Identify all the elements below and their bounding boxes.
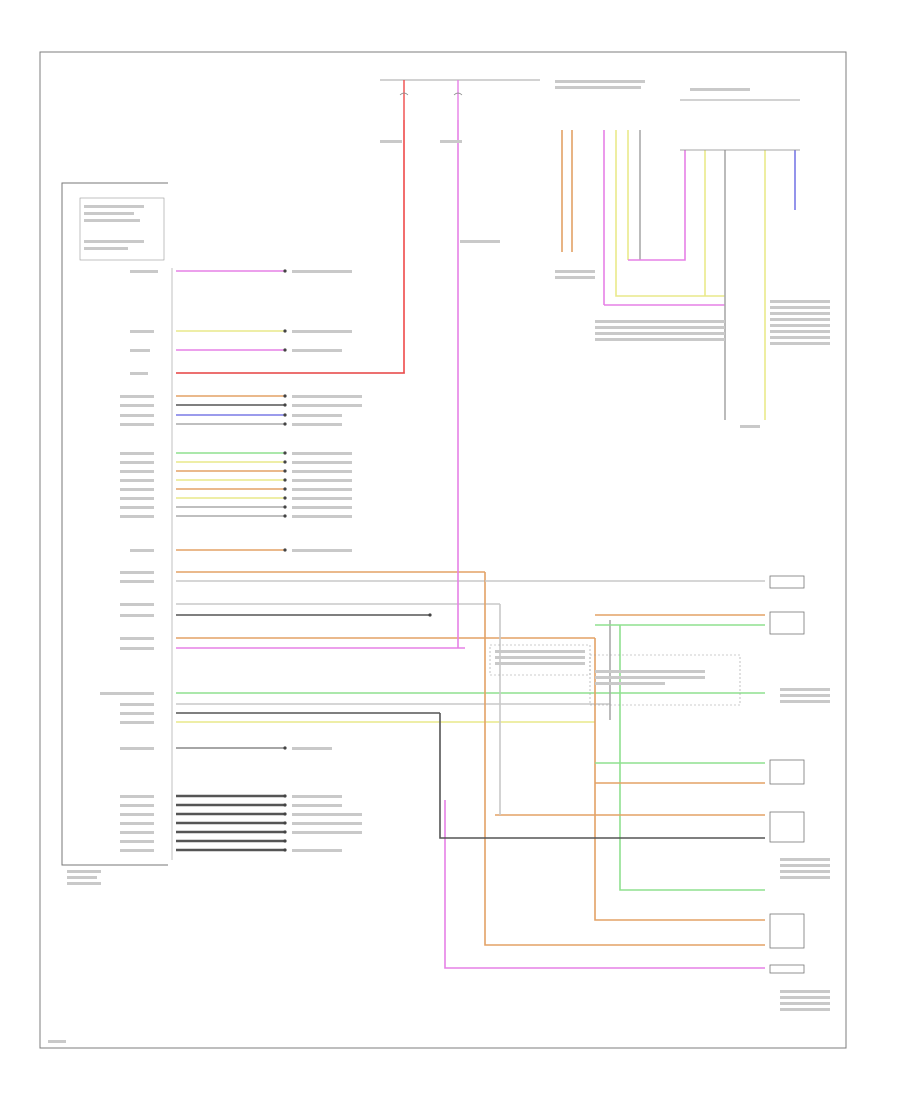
diagram-frame <box>39 51 847 1049</box>
left-wires <box>176 270 765 749</box>
right-lower-harness <box>439 572 765 946</box>
red-feed <box>176 120 405 374</box>
right-switches <box>769 575 805 974</box>
bottom-left-bundle <box>176 794 285 852</box>
fuse-box <box>380 79 540 120</box>
small-print-marks <box>48 80 830 1043</box>
top-right-harness <box>561 99 800 420</box>
module-inner-box <box>79 197 165 261</box>
pink-feed <box>444 120 765 969</box>
control-module <box>61 182 168 866</box>
terminal-dots <box>283 269 432 852</box>
splice-boxes <box>489 644 741 706</box>
